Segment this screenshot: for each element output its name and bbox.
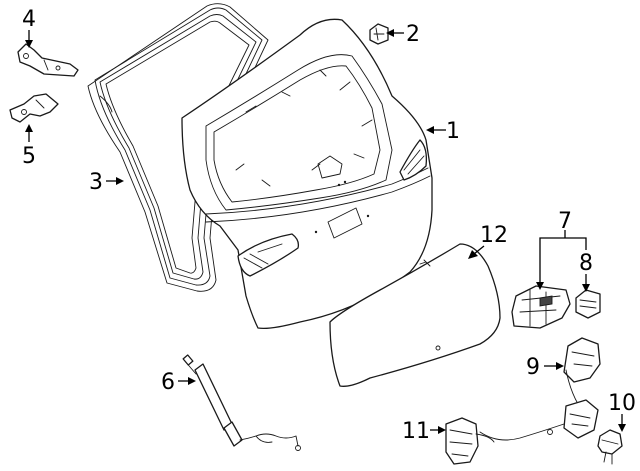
liftgate-panel [181, 18, 433, 330]
callout-10: 10 [608, 391, 636, 416]
callout-5: 5 [22, 144, 36, 169]
leader-lines [25, 29, 626, 434]
callout-7: 7 [558, 209, 572, 234]
callout-4: 4 [22, 7, 36, 32]
rear-glass [329, 243, 501, 387]
callout-9: 9 [526, 355, 540, 380]
callout-6: 6 [161, 370, 175, 395]
lock-actuator-part [445, 417, 495, 465]
callout-8: 8 [579, 251, 593, 276]
latch-actuator-part [511, 285, 571, 329]
strut-part [182, 354, 301, 451]
callout-11: 11 [402, 419, 430, 444]
callout-2: 2 [406, 22, 420, 47]
bumper-stop-part [369, 23, 389, 45]
hinge-bracket-part [9, 93, 59, 123]
hinge-part [17, 43, 79, 77]
callout-3: 3 [89, 170, 103, 195]
weatherstrip-seal [87, 3, 269, 292]
callout-12: 12 [480, 223, 508, 248]
striker-part [597, 429, 623, 465]
latch-mechanism-part [479, 337, 601, 441]
switch-part [575, 289, 601, 319]
callout-labels: 1 2 3 4 5 6 7 8 9 10 11 12 [22, 7, 636, 444]
callout-1: 1 [446, 119, 460, 144]
